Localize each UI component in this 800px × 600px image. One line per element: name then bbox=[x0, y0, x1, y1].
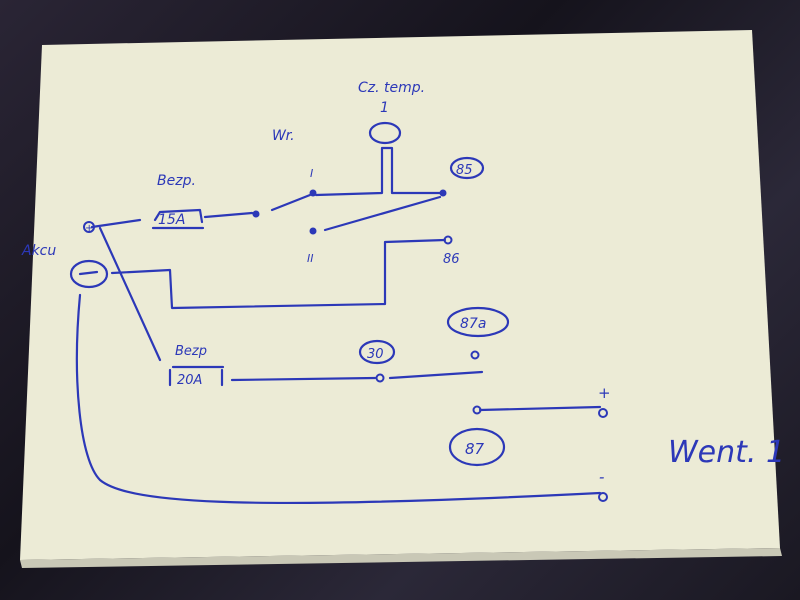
terminal-87: 87 bbox=[465, 440, 485, 458]
fan-label: Went. 1 bbox=[668, 435, 785, 470]
fan-minus: - bbox=[599, 468, 604, 486]
battery-label: Akcu bbox=[21, 243, 56, 259]
battery-plus: + bbox=[85, 223, 93, 234]
terminal-85: 85 bbox=[456, 163, 473, 178]
terminals bbox=[83, 189, 608, 502]
switch-label: Wr. bbox=[272, 128, 295, 144]
fuse2-value: 20A bbox=[177, 373, 202, 388]
paper-edge bbox=[20, 548, 782, 568]
switch-position-2: II bbox=[307, 252, 314, 265]
terminal-86: 86 bbox=[443, 252, 460, 267]
thermo-number: 1 bbox=[380, 100, 389, 116]
switch-position-1: I bbox=[310, 167, 313, 180]
paper-sheet bbox=[20, 30, 780, 560]
terminal-87a: 87a bbox=[460, 316, 486, 332]
fuse1-label: Bezp. bbox=[157, 173, 196, 189]
terminal-30: 30 bbox=[367, 347, 384, 362]
fuse1-value: 15A bbox=[158, 212, 185, 228]
fan-plus: + bbox=[598, 384, 611, 402]
thermo-switch-label: Cz. temp. bbox=[358, 80, 425, 96]
wires bbox=[69, 121, 602, 505]
fuse2-label: Bezp bbox=[175, 344, 207, 359]
